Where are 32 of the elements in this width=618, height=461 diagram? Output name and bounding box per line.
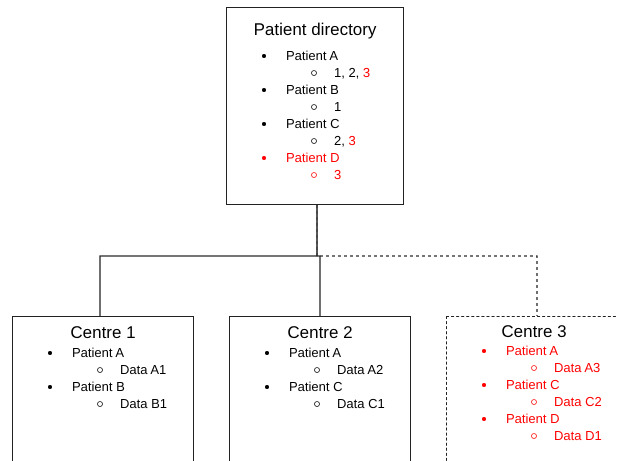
list-item: Patient A [289,344,342,361]
connector-line [316,205,538,316]
sub-list-item: 1, 2, 3 [334,64,370,81]
list-item: Patient A [72,344,124,361]
sub-list-item: Data D1 [554,427,602,444]
box-title: Patient directory [252,20,378,40]
box-title: Centre 3 [500,322,568,342]
sub-list-item: Data C2 [554,393,602,410]
sub-list-item: Data A2 [337,361,384,378]
list-item: Patient A [286,47,338,64]
content-box [229,316,411,461]
content-box [226,7,404,205]
box-title: Centre 1 [69,323,137,343]
sub-list-item: Data A3 [554,359,600,376]
sub-list-item: 2, 3 [334,132,356,149]
sub-list-item: 3 [334,166,342,183]
sub-list-item: Data B1 [120,395,167,412]
list-item: Patient B [286,81,339,98]
list-item: Patient A [506,342,558,359]
list-item: Patient C [289,378,342,395]
content-box [446,316,618,461]
content-box [12,316,194,461]
sub-list-item: 1 [334,98,342,115]
list-item: Patient D [286,149,340,166]
sub-list-item: Data C1 [337,395,385,412]
list-item: Patient D [506,410,560,427]
list-item: Patient B [72,378,125,395]
box-title: Centre 2 [286,323,354,343]
connector-line [316,205,321,316]
list-item: Patient C [506,376,560,393]
list-item: Patient C [286,115,340,132]
sub-list-item: Data A1 [120,361,166,378]
